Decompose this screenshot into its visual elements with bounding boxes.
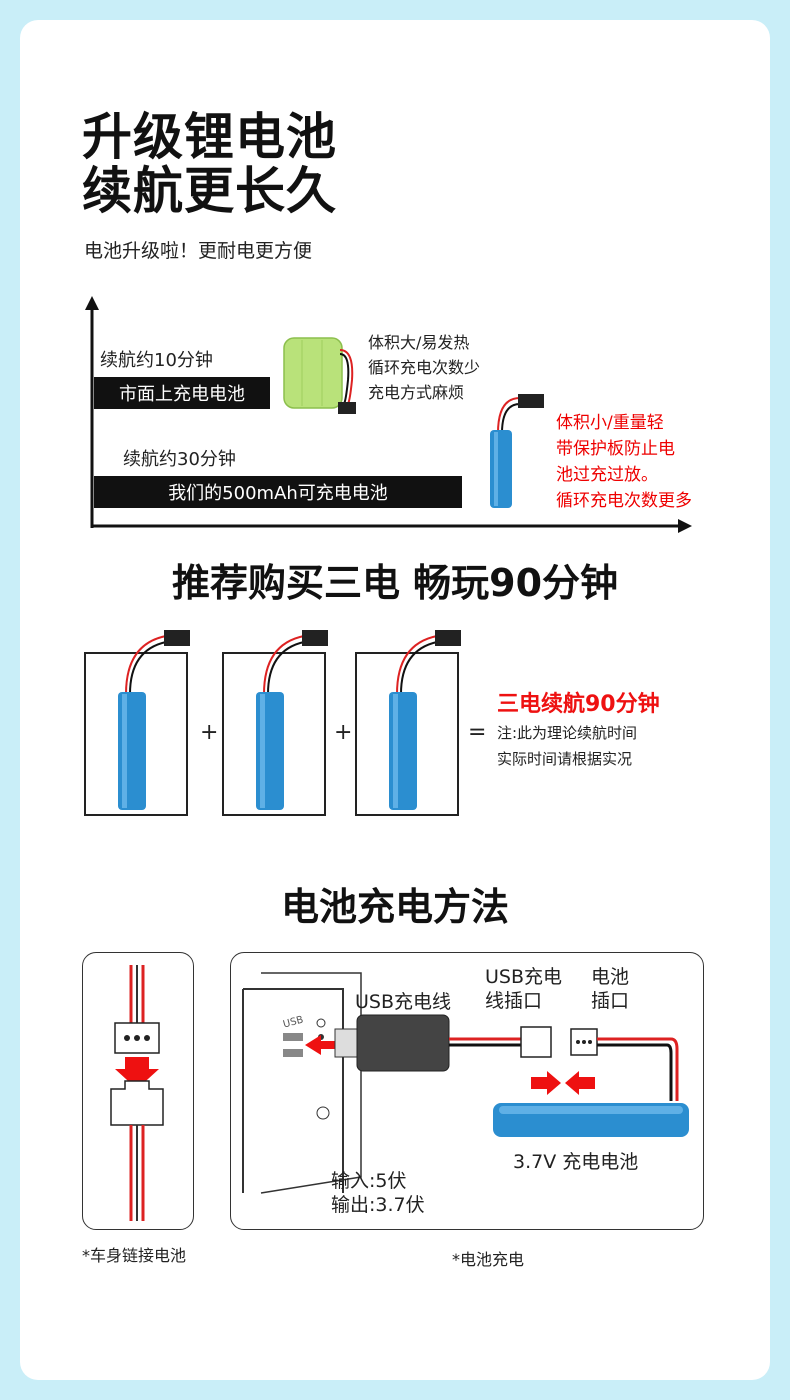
battery-box-1 [84, 630, 190, 816]
io-spec: 输入:5伏 输出:3.7伏 [331, 1170, 425, 1216]
page-title: 升级锂电池 续航更长久 [82, 110, 337, 218]
three-battery-result: 三电续航90分钟 [497, 692, 660, 717]
battery-icon [256, 630, 328, 810]
ours-duration: 续航约30分钟 [123, 449, 236, 470]
title-line-1: 升级锂电池 [82, 108, 337, 166]
battery-port-label: 电池 插口 [591, 966, 630, 1012]
usb-port-connector-label: USB充电 线插口 [485, 966, 563, 1012]
equals-sign: = [468, 720, 487, 745]
plus-sign-2: + [334, 720, 353, 745]
battery-box-2 [222, 630, 328, 816]
market-tag: 市面上充电电池 [94, 377, 270, 409]
battery-box-3 [355, 630, 461, 816]
caption-car-connection: *车身链接电池 [82, 1246, 187, 1265]
market-duration: 续航约10分钟 [100, 350, 213, 371]
caption-battery-charging: *电池充电 [452, 1250, 525, 1269]
battery-icon [118, 630, 190, 810]
liion-battery-icon [490, 394, 544, 508]
title-line-2: 续航更长久 [82, 162, 337, 220]
subtitle: 电池升级啦！更耐电更方便 [84, 240, 313, 262]
recommend-title: 推荐购买三电 畅玩90分钟 [171, 561, 619, 605]
usb-charging-illustration [242, 972, 689, 1194]
car-connection-diagram [82, 952, 194, 1230]
ours-notes: 体积小/重量轻 带保护板防止电 池过充过放。 循环充电次数更多 [556, 413, 692, 511]
market-notes: 体积大/易发热 循环充电次数少 充电方式麻烦 [368, 333, 481, 402]
usb-cable-label: USB充电线 [355, 991, 452, 1013]
plus-sign-1: + [200, 720, 219, 745]
comparison-axes [85, 296, 692, 533]
nimh-battery-icon [283, 337, 356, 414]
connector-icon [110, 965, 164, 1221]
charging-title: 电池充电方法 [280, 885, 509, 929]
duration-note: 注:此为理论续航时间 实际时间请根据实况 [497, 724, 638, 768]
battery-spec-label: 3.7V 充电电池 [513, 1151, 639, 1173]
usb-charging-diagram: USB USB充电线 USB充电 线插口 电池 插口 3.7V 充电电池 输入:… [230, 952, 704, 1230]
ours-tag: 我们的500mAh可充电电池 [94, 476, 462, 508]
battery-icon [389, 630, 461, 810]
